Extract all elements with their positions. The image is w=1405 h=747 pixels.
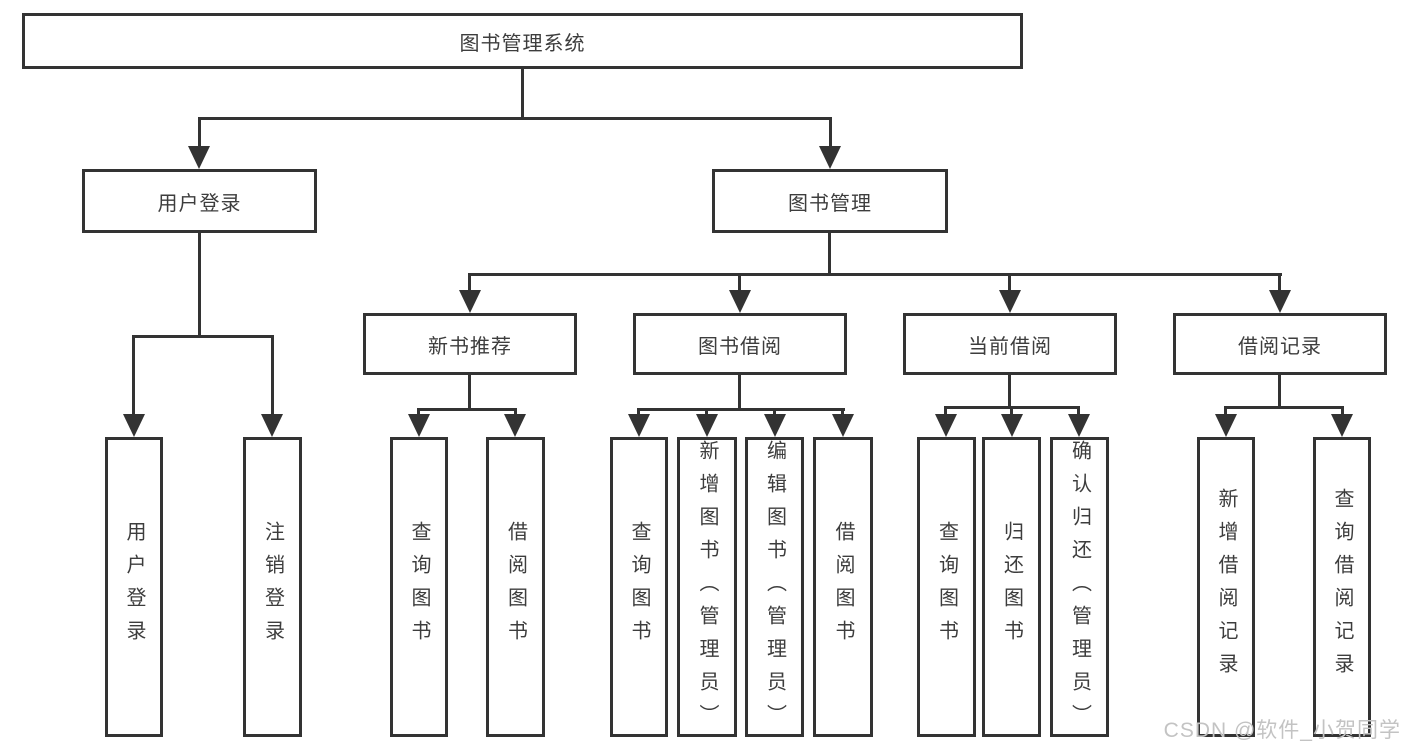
node-new-book-rec-label: 新书推荐 (428, 335, 512, 358)
arrowhead-borrow-record (1269, 290, 1291, 313)
leaf-borrow-book-b: 借阅图书 (813, 437, 873, 737)
leaf-query-book-b-label: 查询图书 (628, 521, 650, 653)
arrowhead-return-book (1001, 414, 1023, 437)
leaf-confirm-return-label: 确认归还（管理员） (1068, 440, 1091, 737)
leaf-query-record: 查询借阅记录 (1313, 437, 1371, 737)
node-user-login: 用户登录 (82, 169, 317, 233)
leaf-return-book-label: 归还图书 (1000, 521, 1023, 653)
connector-drop-query-book-c (944, 406, 947, 417)
connector-bookmgmt-stub (828, 233, 831, 273)
leaf-borrow-book-b-label: 借阅图书 (832, 521, 854, 653)
node-root-label: 图书管理系统 (459, 32, 586, 55)
connector-newbookrec-bar (417, 408, 517, 411)
connector-root-bookmgmt-drop (829, 117, 832, 149)
node-book-borrow: 图书借阅 (633, 313, 847, 375)
connector-bookmgmt-bar (468, 273, 1282, 276)
arrowhead-query-book-b (628, 414, 650, 437)
node-root: 图书管理系统 (22, 13, 1023, 69)
node-borrow-record-label: 借阅记录 (1238, 335, 1322, 358)
connector-drop-edit-book (773, 408, 776, 417)
leaf-user-login: 用户登录 (105, 437, 163, 737)
connector-drop-current-borrow (1008, 273, 1011, 291)
connector-root-bar (198, 117, 832, 120)
connector-drop-query-book-b (637, 408, 640, 417)
arrowhead-current-borrow (999, 290, 1021, 313)
leaf-query-book-c: 查询图书 (917, 437, 976, 737)
arrowhead-add-record (1215, 414, 1237, 437)
node-borrow-record: 借阅记录 (1173, 313, 1387, 375)
connector-drop-leaf-logout (271, 335, 274, 415)
node-current-borrow: 当前借阅 (903, 313, 1117, 375)
arrowhead-confirm-return (1068, 414, 1090, 437)
node-new-book-rec: 新书推荐 (363, 313, 577, 375)
arrowhead-query-book-a (408, 414, 430, 437)
leaf-query-book-b: 查询图书 (610, 437, 668, 737)
leaf-return-book: 归还图书 (982, 437, 1041, 737)
connector-drop-borrow-record (1278, 273, 1281, 291)
arrowhead-borrow-book-b (832, 414, 854, 437)
leaf-add-record-label: 新增借阅记录 (1215, 488, 1237, 686)
node-book-borrow-label: 图书借阅 (698, 335, 782, 358)
connector-borrowrecord-stub (1278, 375, 1281, 406)
connector-currentborrow-stub (1008, 375, 1011, 406)
leaf-add-book-label: 新增图书（管理员） (696, 440, 718, 737)
leaf-user-login-label: 用户登录 (123, 521, 145, 653)
node-user-login-label: 用户登录 (157, 192, 242, 215)
connector-drop-add-book (705, 408, 708, 417)
connector-drop-book-borrow (738, 273, 741, 291)
leaf-add-record: 新增借阅记录 (1197, 437, 1255, 737)
arrowhead-edit-book (764, 414, 786, 437)
arrowhead-add-book (696, 414, 718, 437)
arrowhead-user-login (188, 146, 210, 169)
connector-drop-new-book-rec (468, 273, 471, 291)
arrowhead-book-mgmt (819, 146, 841, 169)
leaf-edit-book-label: 编辑图书（管理员） (763, 440, 786, 737)
leaf-query-book-c-label: 查询图书 (935, 521, 958, 653)
node-book-mgmt: 图书管理 (712, 169, 948, 233)
connector-borrowrecord-bar (1224, 406, 1344, 409)
arrowhead-borrow-book-a (504, 414, 526, 437)
leaf-logout-label: 注销登录 (261, 521, 284, 653)
arrowhead-query-book-c (935, 414, 957, 437)
leaf-borrow-book-a-label: 借阅图书 (504, 521, 527, 653)
watermark-text: CSDN @软件_小贺同学 (1163, 719, 1401, 742)
arrowhead-query-record (1331, 414, 1353, 437)
leaf-edit-book: 编辑图书（管理员） (745, 437, 804, 737)
connector-drop-confirm-return (1077, 406, 1080, 417)
connector-bookborrow-bar (637, 408, 845, 411)
connector-drop-query-record (1341, 406, 1344, 417)
connector-drop-borrow-book-a (514, 408, 517, 417)
leaf-query-book-a: 查询图书 (390, 437, 448, 737)
leaf-borrow-book-a: 借阅图书 (486, 437, 545, 737)
connector-drop-borrow-book-b (841, 408, 844, 417)
connector-drop-return-book (1010, 406, 1013, 417)
node-book-mgmt-label: 图书管理 (788, 192, 872, 215)
connector-bookborrow-stub (738, 375, 741, 408)
arrowhead-leaf-logout (261, 414, 283, 437)
connector-newbookrec-stub (468, 375, 471, 408)
leaf-logout: 注销登录 (243, 437, 302, 737)
connector-userlogin-bar (132, 335, 274, 338)
leaf-query-record-label: 查询借阅记录 (1331, 488, 1353, 686)
arrowhead-new-book-rec (459, 290, 481, 313)
node-current-borrow-label: 当前借阅 (968, 335, 1052, 358)
leaf-query-book-a-label: 查询图书 (408, 521, 430, 653)
connector-root-stub (521, 68, 524, 117)
connector-drop-add-record (1224, 406, 1227, 417)
leaf-confirm-return: 确认归还（管理员） (1050, 437, 1109, 737)
connector-userlogin-stub (198, 233, 201, 335)
arrowhead-book-borrow (729, 290, 751, 313)
arrowhead-leaf-user-login (123, 414, 145, 437)
leaf-add-book: 新增图书（管理员） (677, 437, 737, 737)
connector-drop-leaf-user-login (132, 335, 135, 415)
connector-drop-query-book-a (417, 408, 420, 417)
connector-root-userlogin-drop (198, 117, 201, 149)
